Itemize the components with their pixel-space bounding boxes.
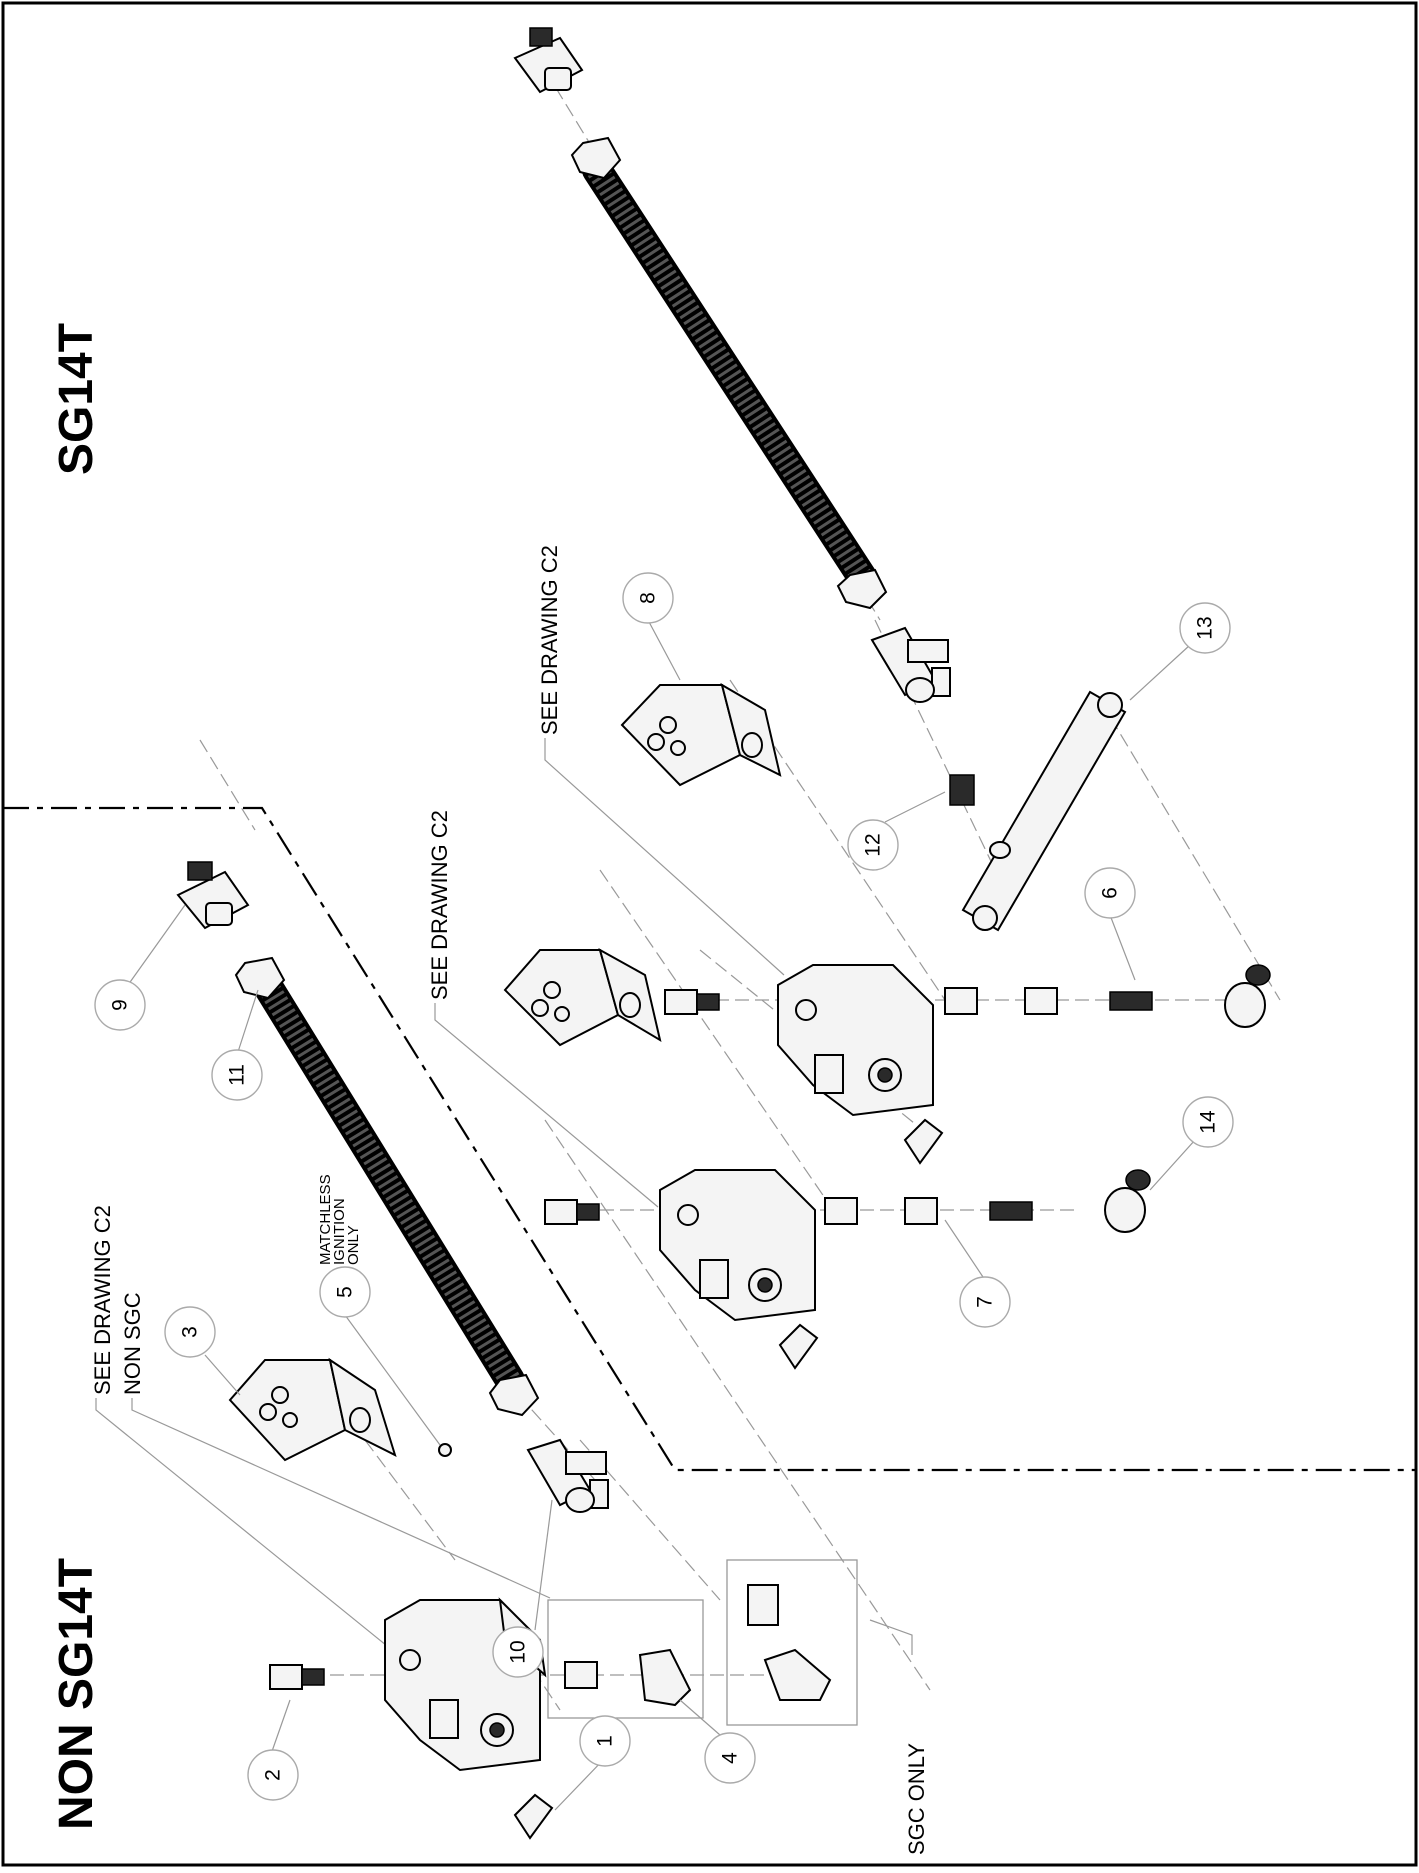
svg-text:SEE DRAWING C2: SEE DRAWING C2 (427, 810, 452, 1000)
note-non-sgc: NON SGC (120, 1292, 145, 1395)
svg-text:SG14T: SG14T (50, 323, 103, 475)
fittings-row-sg14t (944, 987, 1153, 1015)
leader-see-drawing-b (434, 1003, 659, 1208)
fitting-2-non-sg14t (269, 1664, 325, 1690)
svg-text:5: 5 (334, 1286, 357, 1298)
svg-text:7: 7 (974, 1296, 997, 1308)
callout-10: 10 (492, 1499, 553, 1678)
callout-1: 1 (554, 1715, 631, 1811)
gas-valve-mid (659, 1169, 816, 1322)
screw-5 (438, 1443, 452, 1457)
gas-valve-non-sg14t (384, 1597, 547, 1772)
svg-text:1: 1 (594, 1735, 617, 1747)
shutoff-valve-sg14t (870, 626, 951, 703)
leader-see-drawing-c (544, 738, 785, 976)
svg-text:11: 11 (226, 1064, 249, 1086)
svg-text:SEE DRAWING C2: SEE DRAWING C2 (537, 545, 562, 735)
leader-non-sgc (131, 1398, 551, 1599)
note-see-drawing-c2-non: SEE DRAWING C2 (90, 1205, 115, 1395)
svg-text:6: 6 (1099, 887, 1122, 899)
note-sgc-only: SGC ONLY (904, 1743, 929, 1855)
svg-text:SEE DRAWING C2: SEE DRAWING C2 (90, 1205, 115, 1395)
svg-text:NON SGC: NON SGC (120, 1292, 145, 1395)
svg-text:12: 12 (862, 833, 885, 856)
adapter-12 (949, 774, 975, 806)
callout-4: 4 (679, 1699, 756, 1784)
svg-text:9: 9 (109, 999, 132, 1011)
svg-text:10: 10 (507, 1640, 530, 1663)
svg-text:8: 8 (637, 592, 660, 604)
bracket-mid (503, 947, 662, 1047)
svg-text:4: 4 (719, 1752, 742, 1764)
callout-6: 6 (1084, 867, 1136, 981)
section-boundary-line (3, 806, 1416, 1472)
svg-text:IGNITION: IGNITION (331, 1198, 348, 1265)
callout-12: 12 (847, 791, 946, 871)
svg-text:14: 14 (1197, 1110, 1220, 1134)
fittings-non-sgc-box (547, 1599, 704, 1719)
leader-see-drawing-a (95, 1398, 393, 1651)
callout-5: 5 (319, 1266, 441, 1446)
note-matchless-ignition-only: MATCHLESS IGNITION ONLY (317, 1174, 362, 1265)
note-see-drawing-c2-mid: SEE DRAWING C2 (427, 810, 452, 1000)
clip-non-sg14t (513, 1793, 554, 1840)
flex-hose-sg14t (570, 136, 888, 610)
manifold-13 (961, 690, 1127, 932)
bracket-non-sg14t (228, 1357, 397, 1462)
svg-text:SGC ONLY: SGC ONLY (904, 1743, 929, 1855)
svg-text:ONLY: ONLY (345, 1225, 362, 1265)
svg-text:NON SG14T: NON SG14T (50, 1558, 103, 1830)
callout-2: 2 (247, 1699, 299, 1801)
inlet-flange-sg14t (513, 27, 584, 94)
note-see-drawing-c2-top: SEE DRAWING C2 (537, 545, 562, 735)
clip-mid (778, 1323, 819, 1370)
inlet-flange-non-sg14t (176, 861, 250, 930)
svg-text:13: 13 (1194, 616, 1217, 639)
shutoff-valve-non-sg14t (526, 1438, 609, 1513)
elbow-14-mid (1104, 1169, 1151, 1233)
callout-9: 9 (94, 904, 186, 1031)
svg-text:3: 3 (179, 1326, 202, 1338)
elbow-14-sg14t (1224, 964, 1271, 1028)
callout-14: 14 (1149, 1096, 1234, 1191)
callout-8: 8 (622, 572, 681, 681)
flex-hose-non-sg14t (234, 956, 540, 1417)
fittings-row-mid (824, 1197, 1033, 1225)
callout-7: 7 (944, 1219, 1011, 1328)
bracket-sg14t (620, 682, 782, 787)
svg-text:2: 2 (262, 1769, 285, 1781)
callout-3: 3 (164, 1306, 241, 1396)
fittings-sgc-only-box (726, 1559, 858, 1726)
clip-sg14t (903, 1118, 944, 1165)
title-non-sg14t: NON SG14T (50, 1558, 103, 1830)
gas-valve-sg14t (777, 964, 934, 1117)
svg-text:MATCHLESS: MATCHLESS (317, 1174, 334, 1265)
callout-11: 11 (211, 989, 263, 1101)
leader-sgc-only (869, 1619, 913, 1655)
title-sg14t: SG14T (50, 323, 103, 475)
fitting-top-sg14t (664, 989, 720, 1015)
fitting-top-mid (544, 1199, 600, 1225)
callout-13: 13 (1129, 602, 1231, 701)
